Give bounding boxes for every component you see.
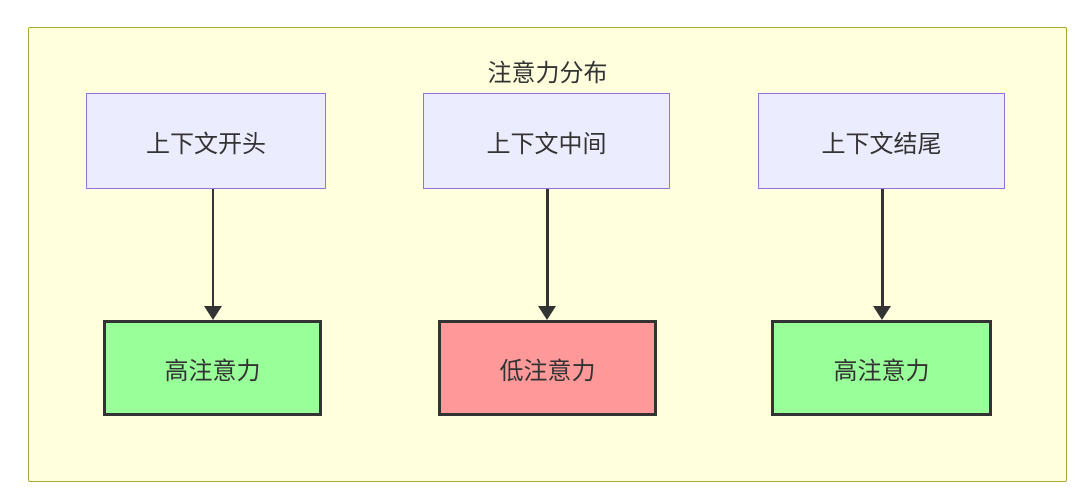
arrow-line: [211, 189, 214, 308]
arrow-line: [881, 189, 884, 308]
arrow-head-icon: [873, 306, 891, 320]
node-context-start: 上下文开头: [86, 93, 326, 189]
cluster-title: 注意力分布: [487, 59, 608, 87]
arrow-head-icon: [204, 306, 222, 320]
node-high-attention-1: 高注意力: [103, 320, 322, 416]
node-low-attention: 低注意力: [438, 320, 657, 416]
arrow-head-icon: [538, 306, 556, 320]
node-context-middle: 上下文中间: [423, 93, 670, 189]
node-context-end: 上下文结尾: [758, 93, 1005, 189]
node-high-attention-2: 高注意力: [771, 320, 992, 416]
arrow-line: [546, 189, 549, 308]
